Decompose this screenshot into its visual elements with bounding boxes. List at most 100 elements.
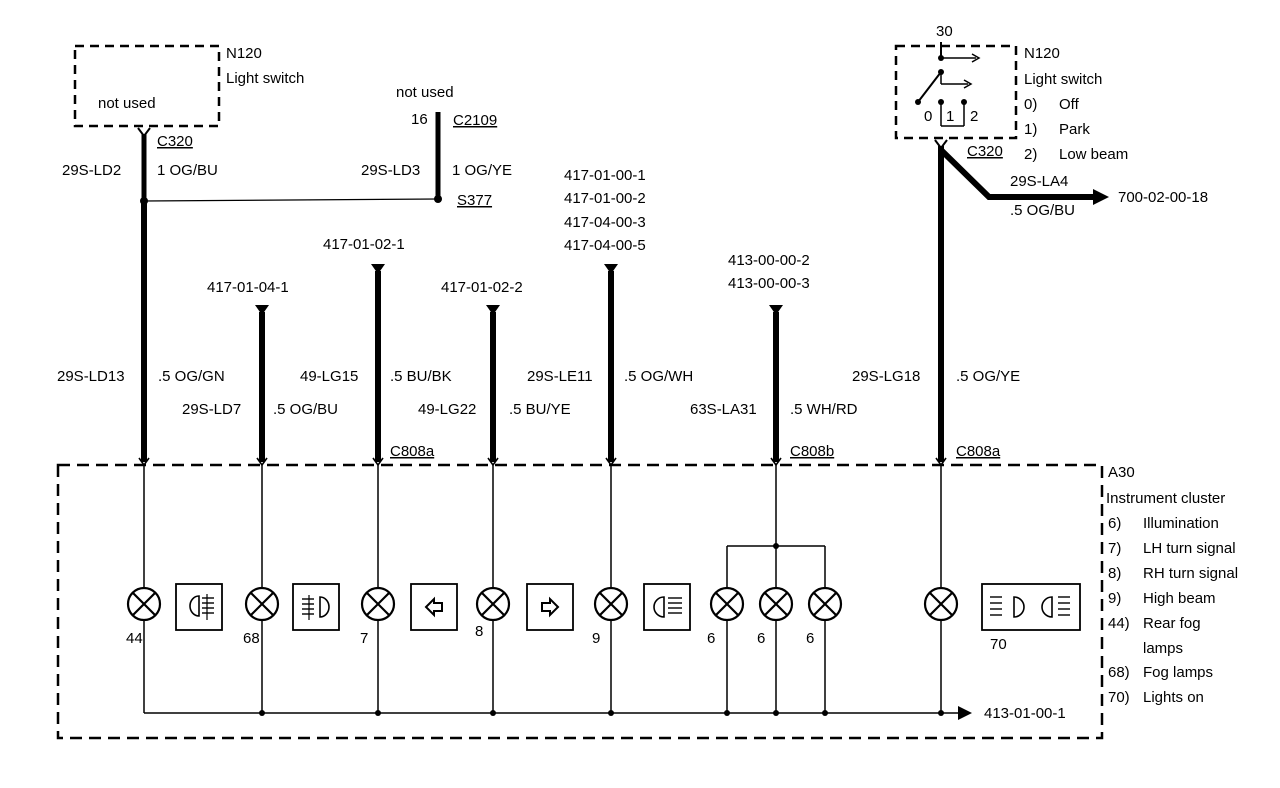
lamp-68	[244, 586, 280, 622]
cluster-legend-text-4: Rear fog	[1143, 615, 1201, 632]
lamp-7	[360, 586, 396, 622]
feed-1-pin-icon	[255, 305, 269, 315]
lamp-6a	[709, 586, 745, 622]
switch-arrowhead-2	[963, 79, 973, 89]
feed-2-wire-spec: .5 BU/BK	[390, 368, 452, 385]
feed-1-wire-id: 29S-LD7	[182, 401, 241, 418]
right-switch-id: N120	[1024, 45, 1060, 62]
feed-2-wire-id: 49-LG15	[300, 368, 358, 385]
cluster-legend-num-1: 7)	[1108, 540, 1121, 557]
switch-pos-1: 1	[946, 108, 954, 125]
splice-cross-wire	[143, 198, 439, 202]
connector-c808b: C808b	[790, 443, 834, 460]
feed-0-wire-id: 29S-LD13	[57, 368, 125, 385]
connector-c808a-left: C808a	[390, 443, 435, 460]
cluster-legend-text-2: RH turn signal	[1143, 565, 1238, 582]
cluster-name: Instrument cluster	[1106, 490, 1225, 507]
lamp-44	[126, 586, 162, 622]
cluster-legend-num-6: 68)	[1108, 664, 1130, 681]
lamp-6b	[758, 586, 794, 622]
right-turn-symbol-icon	[526, 583, 574, 631]
feed-1-ref: 417-01-04-1	[207, 279, 289, 296]
instrument-cluster-box	[56, 463, 1104, 740]
feed-4-wire-spec: .5 OG/WH	[624, 368, 693, 385]
cluster-legend-text-1: LH turn signal	[1143, 540, 1236, 557]
switch-pos-0: 0	[924, 108, 932, 125]
high-beam-symbol-icon	[643, 583, 691, 631]
feed-5-pin-icon	[769, 305, 783, 315]
feed-6-wire-spec: .5 OG/YE	[956, 368, 1020, 385]
left-connector-label: C320	[157, 133, 193, 150]
switch-blade	[917, 71, 942, 103]
feed-4-ref-1: 417-01-00-2	[564, 190, 646, 207]
ground-arrow-icon	[958, 706, 972, 720]
feed-0-wire-spec: .5 OG/GN	[158, 368, 225, 385]
feed-4-ref-0: 417-01-00-1	[564, 167, 646, 184]
switch-contact-0	[915, 99, 921, 105]
left-switch-name: Light switch	[226, 70, 304, 87]
rear-fog-symbol-icon	[175, 583, 223, 631]
cluster-legend-text-5: lamps	[1143, 640, 1183, 657]
feed-2-ref: 417-01-02-1	[323, 236, 405, 253]
branch-arrow-icon	[1093, 189, 1109, 205]
feed-3-pin-icon	[486, 305, 500, 315]
feed-6-wire-id: 29S-LG18	[852, 368, 920, 385]
feed-5-wire-spec: .5 WH/RD	[790, 401, 858, 418]
lamp-number-68: 68	[243, 630, 260, 647]
mid-wire-spec: 1 OG/YE	[452, 162, 512, 179]
lamp-number-44: 44	[126, 630, 143, 647]
lamp-6c	[807, 586, 843, 622]
switch-pos-2: 2	[970, 108, 978, 125]
mid-note: not used	[396, 84, 454, 101]
illumination-split-dot	[773, 543, 779, 549]
ground-bus-dots	[259, 710, 944, 716]
feed-4-ref-2: 417-04-00-3	[564, 214, 646, 231]
lamp-number-70: 70	[990, 636, 1007, 653]
left-wire-id: 29S-LD2	[62, 162, 121, 179]
lamp-number-8: 8	[475, 623, 483, 640]
left-switch-id: N120	[226, 45, 262, 62]
cluster-legend-text-6: Fog lamps	[1143, 664, 1213, 681]
cluster-legend-text-7: Lights on	[1143, 689, 1204, 706]
feed-4-wire-id: 29S-LE11	[527, 368, 593, 385]
feed-4-pin-icon	[604, 264, 618, 274]
lamp-number-9: 9	[592, 630, 600, 647]
lamp-70	[923, 586, 959, 622]
right-legend-num-2: 2)	[1024, 146, 1037, 163]
lamp-number-6b: 6	[757, 630, 765, 647]
branch-ref: 700-02-00-18	[1118, 189, 1208, 206]
right-legend-num-0: 0)	[1024, 96, 1037, 113]
feed-4-ref-3: 417-04-00-5	[564, 237, 646, 254]
cluster-legend-num-0: 6)	[1108, 515, 1121, 532]
right-connector-label: C320	[967, 143, 1003, 160]
cluster-legend-num-3: 9)	[1108, 590, 1121, 607]
cluster-legend-num-7: 70)	[1108, 689, 1130, 706]
cluster-legend-num-2: 8)	[1108, 565, 1121, 582]
left-wire-spec: 1 OG/BU	[157, 162, 218, 179]
left-turn-symbol-icon	[410, 583, 458, 631]
cluster-id: A30	[1108, 464, 1135, 481]
wire-29S-LA4	[938, 147, 1095, 200]
lights-on-symbol-icon	[981, 583, 1081, 631]
cluster-legend-num-4: 44)	[1108, 615, 1130, 632]
lamp-number-6c: 6	[806, 630, 814, 647]
feed-1-wire-spec: .5 OG/BU	[273, 401, 338, 418]
feed-3-ref: 417-01-02-2	[441, 279, 523, 296]
right-legend-text-1: Park	[1059, 121, 1090, 138]
branch-wire-spec: .5 OG/BU	[1010, 202, 1075, 219]
mid-connector-label: C2109	[453, 112, 497, 129]
cluster-legend-text-3: High beam	[1143, 590, 1216, 607]
feed-5-wire-id: 63S-LA31	[690, 401, 757, 418]
feed-5-ref-1: 413-00-00-3	[728, 275, 810, 292]
mid-pin: 16	[411, 111, 428, 128]
s377-splice-dot	[434, 195, 442, 203]
right-switch-name: Light switch	[1024, 71, 1102, 88]
cluster-legend-text-0: Illumination	[1143, 515, 1219, 532]
ground-ref: 413-01-00-1	[984, 705, 1066, 722]
feed-2-pin-icon	[371, 264, 385, 274]
lamp-number-6a: 6	[707, 630, 715, 647]
s377-label: S377	[457, 192, 492, 209]
connector-c808a-right: C808a	[956, 443, 1001, 460]
switch-arrowhead-1	[971, 53, 981, 63]
